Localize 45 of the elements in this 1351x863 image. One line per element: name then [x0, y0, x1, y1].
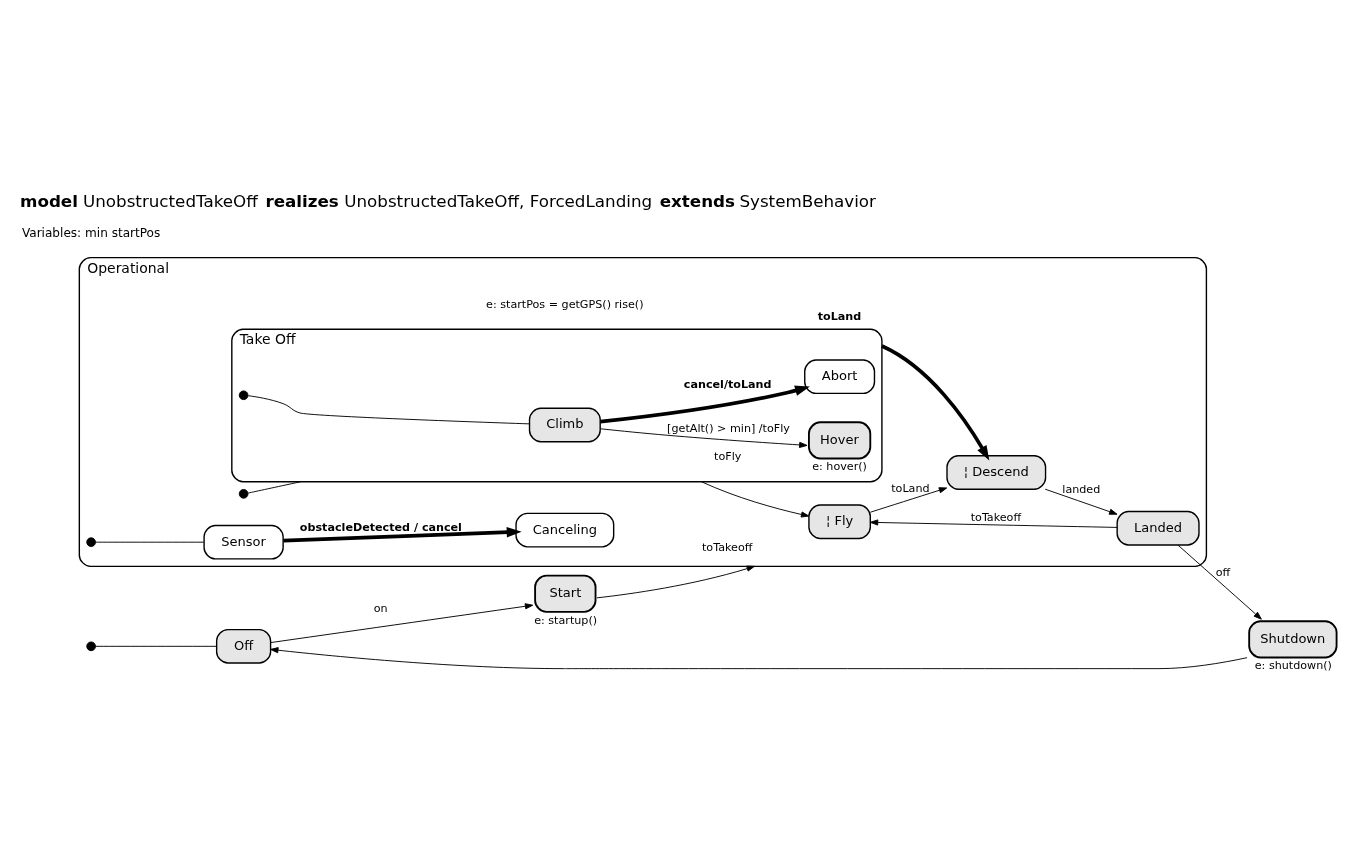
arrow: [270, 646, 1248, 669]
node-label: e: hover(): [812, 459, 867, 473]
node-box: Climb: [528, 407, 601, 442]
node-box: ¦ Descend: [946, 454, 1047, 490]
node-label: e: startPos = getGPS() rise(): [486, 297, 644, 311]
edge-label: landed: [1062, 482, 1101, 496]
node-circle: [238, 488, 249, 499]
arrow: [1044, 488, 1118, 515]
arrow: [869, 486, 948, 513]
edge-label: toTakeoff: [970, 510, 1022, 524]
node-box: ¦ Fly: [808, 503, 871, 539]
arrow: [1177, 544, 1262, 620]
arrow: [283, 526, 522, 543]
connector: [247, 480, 302, 494]
node-circle: [86, 641, 96, 651]
node-box: Off: [215, 628, 272, 664]
edge-label: cancel/toLand: [683, 377, 772, 391]
arrow: [596, 565, 755, 598]
node-label: e: shutdown(): [1254, 658, 1332, 672]
node-box: Sensor: [203, 524, 284, 560]
arrow: [881, 343, 990, 461]
arrow: [701, 480, 810, 517]
arrow: [600, 427, 808, 448]
node-box: Landed: [1116, 510, 1200, 546]
label: Variables: min startPos: [21, 225, 161, 240]
edge-label: off: [1215, 565, 1231, 579]
edge-label: toFly: [714, 449, 742, 463]
edge-label: obstacleDetected / cancel: [299, 520, 462, 534]
edge-label: toLand: [891, 481, 930, 495]
connector: [95, 541, 205, 543]
arrow: [600, 385, 810, 423]
arrow: [270, 602, 534, 643]
edge-label: toTakeoff: [702, 540, 753, 554]
edge-label: toLand: [817, 309, 862, 323]
node-box: Canceling: [515, 512, 615, 548]
diagram-title: model UnobstructedTakeOff realizes UnobstructedTakeOff, ForcedLanding extends SystemBehavior: [20, 190, 876, 211]
edge-label: on: [373, 601, 388, 615]
node-box: Abort: [804, 358, 876, 394]
edge-label: [getAlt() > min] /toFly: [667, 421, 790, 435]
node-circle: [238, 389, 249, 400]
connector: [95, 645, 218, 647]
node-label: e: startup(): [534, 613, 598, 627]
arrow: [869, 518, 1118, 528]
node-circle: [86, 536, 96, 547]
connector: [247, 394, 530, 424]
